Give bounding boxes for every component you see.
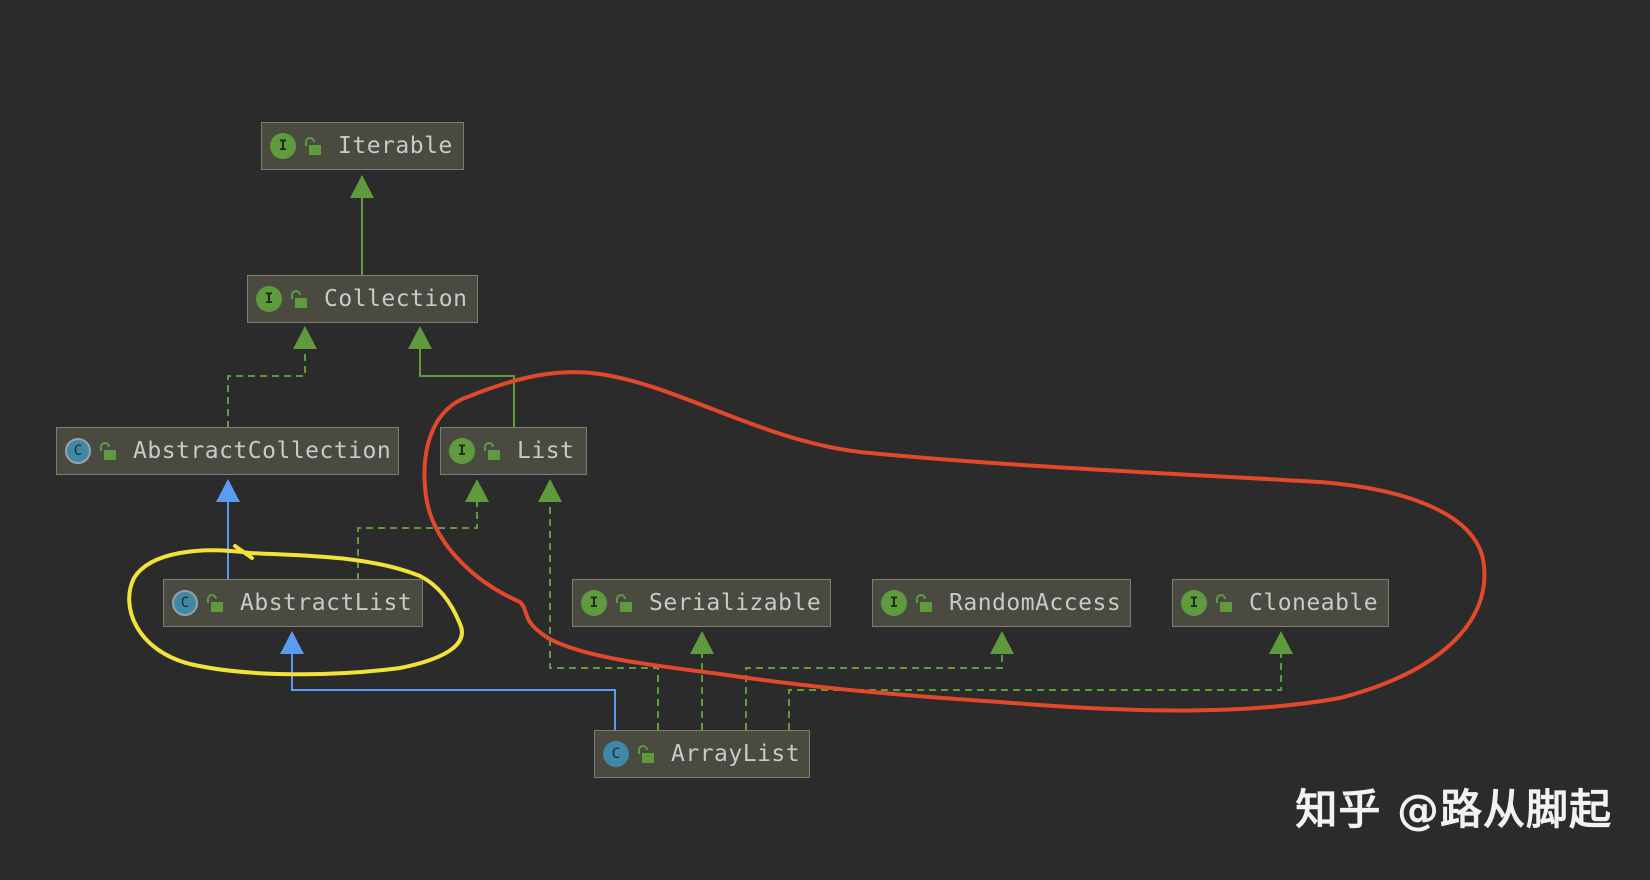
edge-abstractlist-list (357, 486, 478, 580)
watermark-text: 知乎 @路从脚起 (1295, 785, 1612, 834)
node-iterable[interactable]: I Iterable (261, 122, 464, 170)
node-collection[interactable]: I Collection (247, 275, 478, 323)
arrowhead-collection-right (408, 326, 432, 349)
node-abstractlist[interactable]: C AbstractList (163, 579, 423, 627)
red-highlight-loop (422, 370, 1487, 713)
node-label: ArrayList (671, 741, 801, 767)
arrowhead-collection-left (293, 326, 317, 349)
arrowhead-abstractcollection (216, 479, 240, 502)
node-abstractcollection[interactable]: C AbstractCollection (56, 427, 399, 475)
node-label: List (517, 438, 575, 464)
arrowhead-cloneable (1269, 631, 1293, 654)
edge-abstractcollection-collection (227, 330, 306, 428)
edge-arraylist-abstractlist (291, 638, 616, 730)
node-arraylist[interactable]: C ArrayList (594, 730, 810, 778)
edge-list-collection (419, 330, 515, 428)
arrowhead-serializable (690, 631, 714, 654)
interface-icon: I (256, 286, 282, 312)
arrowhead-randomaccess (990, 631, 1014, 654)
node-label: Collection (324, 286, 468, 312)
unlocked-icon (916, 594, 932, 612)
unlocked-icon (484, 442, 500, 460)
node-list[interactable]: I List (440, 427, 587, 475)
edge-arraylist-cloneable (788, 638, 1282, 730)
yellow-highlight-loop (127, 544, 464, 677)
node-serializable[interactable]: I Serializable (572, 579, 831, 627)
node-label: AbstractList (240, 590, 413, 616)
interface-icon: I (881, 590, 907, 616)
arrowhead-iterable (350, 175, 374, 198)
node-label: AbstractCollection (133, 438, 392, 464)
node-label: Cloneable (1249, 590, 1379, 616)
unlocked-icon (207, 594, 223, 612)
unlocked-icon (100, 442, 116, 460)
node-label: Serializable (649, 590, 822, 616)
node-randomaccess[interactable]: I RandomAccess (872, 579, 1131, 627)
arrowhead-list-left (465, 479, 489, 502)
node-cloneable[interactable]: I Cloneable (1172, 579, 1389, 627)
unlocked-icon (291, 290, 307, 308)
interface-icon: I (270, 133, 296, 159)
node-label: Iterable (338, 133, 453, 159)
class-icon: C (603, 741, 629, 767)
abstract-class-icon: C (65, 438, 91, 464)
interface-icon: I (1181, 590, 1207, 616)
arrowhead-list-right (538, 479, 562, 502)
interface-icon: I (449, 438, 475, 464)
node-label: RandomAccess (949, 590, 1122, 616)
interface-icon: I (581, 590, 607, 616)
abstract-class-icon: C (172, 590, 198, 616)
edge-arraylist-randomaccess (745, 638, 1003, 730)
arrowhead-abstractlist (280, 631, 304, 654)
unlocked-icon (1216, 594, 1232, 612)
unlocked-icon (638, 745, 654, 763)
edge-arraylist-list (549, 486, 659, 730)
unlocked-icon (305, 137, 321, 155)
unlocked-icon (616, 594, 632, 612)
